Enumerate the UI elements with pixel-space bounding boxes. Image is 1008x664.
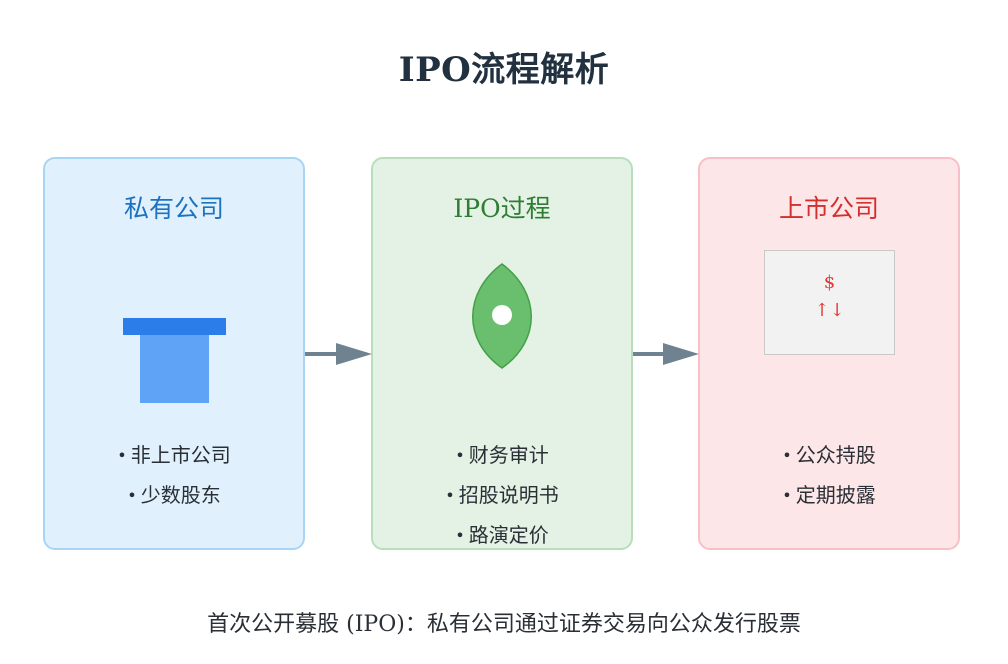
up-down-arrows-icon: ↑↓: [814, 300, 845, 321]
card-title: 上市公司: [778, 194, 879, 223]
bullet-dot: •: [117, 446, 127, 465]
list-item: •公众持股: [700, 435, 958, 475]
bullet-dot: •: [782, 446, 792, 465]
leaf-process-icon: [472, 263, 532, 369]
card-title: IPO过程: [453, 194, 551, 223]
bullet-text: 非上市公司: [130, 443, 231, 467]
bullet-dot: •: [127, 486, 137, 505]
card-title: 私有公司: [123, 194, 224, 223]
page-title: IPO流程解析: [398, 50, 610, 90]
bullet-dot: •: [455, 446, 465, 465]
building-icon: [123, 318, 226, 403]
public-company-card: 上市公司 •公众持股 •定期披露: [698, 157, 960, 550]
bullet-list: •公众持股 •定期披露: [700, 435, 958, 515]
bullet-text: 路演定价: [468, 523, 549, 547]
list-item: •定期披露: [700, 475, 958, 515]
bullet-text: 公众持股: [795, 443, 876, 467]
list-item: •路演定价: [373, 515, 631, 555]
list-item: •少数股东: [45, 475, 303, 515]
bullet-dot: •: [455, 526, 465, 545]
bullet-dot: •: [445, 486, 455, 505]
footer-caption: 首次公开募股 (IPO)：私有公司通过证券交易向公众发行股票: [207, 612, 801, 637]
bullet-text: 定期披露: [795, 483, 876, 507]
list-item: •非上市公司: [45, 435, 303, 475]
ipo-process-card: IPO过程 •财务审计 •招股说明书 •路演定价: [371, 157, 633, 550]
bullet-list: •财务审计 •招股说明书 •路演定价: [373, 435, 631, 555]
bullet-text: 财务审计: [468, 443, 549, 467]
stock-market-icon: $ ↑↓: [764, 250, 895, 355]
list-item: •财务审计: [373, 435, 631, 475]
flow-arrow-icon: [633, 343, 699, 365]
flow-arrow-icon: [305, 343, 372, 365]
bullet-text: 招股说明书: [458, 483, 559, 507]
bullet-text: 少数股东: [140, 483, 221, 507]
bullet-dot: •: [782, 486, 792, 505]
list-item: •招股说明书: [373, 475, 631, 515]
bullet-list: •非上市公司 •少数股东: [45, 435, 303, 515]
dollar-icon: $: [823, 272, 836, 293]
